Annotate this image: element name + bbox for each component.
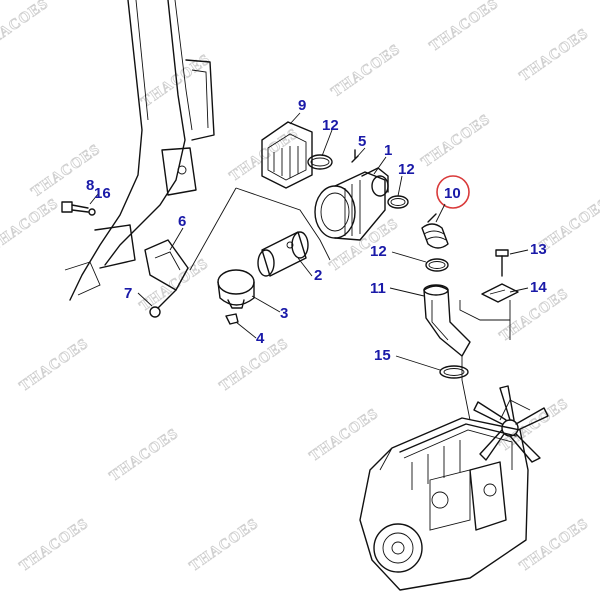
precleaner-9 xyxy=(261,121,313,189)
cap-3 xyxy=(217,269,255,309)
watermark: THACOES xyxy=(0,196,62,255)
watermark: THACOES xyxy=(107,426,182,485)
watermark: THACOES xyxy=(0,0,52,55)
clamp-12-left xyxy=(307,154,333,170)
callout-13: 13 xyxy=(530,241,547,258)
callout-8: 8 xyxy=(86,177,94,194)
clamp-12-lower xyxy=(425,258,449,272)
hose-10 xyxy=(421,213,449,249)
callout-1: 1 xyxy=(384,142,392,159)
clamp-12-right xyxy=(387,195,409,209)
oring-15 xyxy=(439,365,469,379)
fan xyxy=(473,385,549,463)
clip-14 xyxy=(481,283,519,303)
callout-12-lower: 12 xyxy=(370,243,387,260)
callout-6: 6 xyxy=(178,213,186,230)
callout-16: 16 xyxy=(94,185,111,202)
watermark: THACOES xyxy=(217,336,292,395)
cab-frame xyxy=(64,0,215,301)
leader-lines xyxy=(89,112,529,421)
callout-2: 2 xyxy=(314,267,322,284)
bracket-6 xyxy=(144,239,189,291)
valve-4 xyxy=(225,313,239,325)
watermark: THACOES xyxy=(427,0,502,55)
callout-10: 10 xyxy=(444,185,461,202)
watermark: THACOES xyxy=(327,216,402,275)
watermark: THACOES xyxy=(419,111,494,170)
engine xyxy=(359,399,531,591)
callout-15: 15 xyxy=(374,347,391,364)
bolt-8 xyxy=(61,201,96,216)
callout-5: 5 xyxy=(358,133,366,150)
intake-hose-11 xyxy=(423,284,471,357)
callout-9: 9 xyxy=(298,97,306,114)
filter-element-2 xyxy=(257,231,309,277)
callout-12-right: 12 xyxy=(398,161,415,178)
callout-11: 11 xyxy=(370,280,386,297)
callout-14: 14 xyxy=(530,279,547,296)
air-cleaner-1 xyxy=(314,167,389,241)
watermark: THACOES xyxy=(517,26,592,85)
bolt-5 xyxy=(351,149,359,163)
bolt-13 xyxy=(495,249,509,277)
watermark: THACOES xyxy=(187,516,262,575)
callout-7: 7 xyxy=(124,285,132,302)
callout-3: 3 xyxy=(280,305,288,322)
watermark: THACOES xyxy=(517,516,592,575)
callouts: 9 12 5 1 12 10 8 16 6 12 13 2 11 14 7 3 … xyxy=(86,97,547,364)
highlight-ring-10 xyxy=(436,175,470,209)
watermark: THACOES xyxy=(17,336,92,395)
bolt-7 xyxy=(149,289,177,318)
watermark: THACOES xyxy=(329,41,404,100)
watermark: THACOES xyxy=(17,516,92,575)
watermark: THACOES xyxy=(307,406,382,465)
callout-12-top: 12 xyxy=(322,117,339,134)
callout-4: 4 xyxy=(256,330,265,347)
